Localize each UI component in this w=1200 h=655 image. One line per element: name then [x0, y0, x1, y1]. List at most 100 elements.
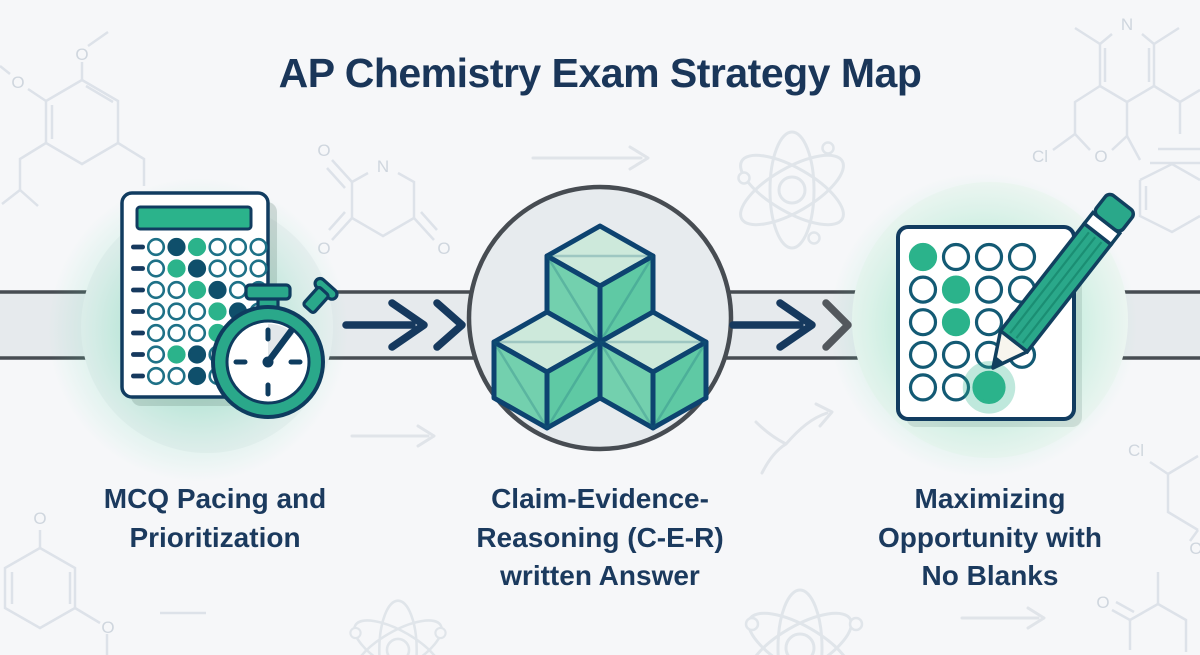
- stacked-cubes-icon: [491, 223, 709, 431]
- pencil-grooves: [1009, 231, 1103, 344]
- node-label-mcq-pacing: MCQ Pacing and Prioritization: [103, 483, 327, 553]
- answer-bubble: [167, 280, 186, 300]
- answer-bubble: [972, 370, 1006, 404]
- answer-bubble: [208, 280, 227, 300]
- atom-label: O: [317, 141, 330, 160]
- answer-bubble: [941, 308, 971, 337]
- molecule-decoration-topright: N Cl O: [1032, 15, 1200, 234]
- stopwatch-icon: [211, 276, 339, 419]
- cube-top: [544, 223, 656, 345]
- atom-label: O: [1094, 147, 1107, 166]
- atom-label: Cl: [1032, 147, 1048, 166]
- pencil-icon: [991, 192, 1136, 370]
- answer-bubble: [974, 308, 1004, 337]
- row-dash: [131, 373, 145, 379]
- answer-bubble: [941, 373, 971, 402]
- stopwatch-crown: [244, 283, 292, 301]
- answer-bubble: [167, 366, 186, 386]
- answer-bubble: [941, 275, 971, 304]
- answer-bubble: [974, 242, 1004, 272]
- answer-bubble: [941, 340, 971, 369]
- answer-bubble: [974, 275, 1004, 304]
- atom-label: O: [33, 509, 46, 528]
- answer-bubble: [167, 345, 186, 364]
- answer-bubble: [208, 237, 227, 257]
- answer-bubble: [208, 259, 227, 278]
- arrow-decoration-curvy: [754, 402, 834, 475]
- answer-bubble: [167, 237, 186, 257]
- answer-bubble: [228, 259, 248, 278]
- atom-label: O: [1189, 539, 1200, 558]
- stopwatch-side-stem: [302, 286, 330, 314]
- atom-decoration-top: [737, 130, 845, 250]
- answer-bubble: [908, 340, 938, 369]
- background-decorations: O O N O O O: [0, 15, 1200, 655]
- arrow-decoration-bottom: [960, 606, 1046, 630]
- pencil-graphite: [993, 355, 1005, 368]
- answer-bubble: [941, 242, 971, 272]
- atom-label: Cl: [1128, 441, 1144, 460]
- atom-decoration-bottomright: [744, 588, 864, 655]
- answer-bubble: [167, 259, 186, 278]
- answer-bubble: [187, 237, 207, 257]
- answer-bubble: [228, 237, 248, 257]
- answer-bubble: [187, 345, 207, 364]
- sheet-header-bar: [135, 205, 253, 231]
- answer-bubble: [208, 302, 227, 321]
- node-label-no-blanks: Maximizing Opportunity with No Blanks: [878, 483, 1102, 592]
- answer-bubble: [146, 323, 166, 343]
- chevron-icon: [433, 299, 466, 351]
- answer-bubble: [187, 280, 207, 300]
- stopwatch-hub: [262, 356, 274, 368]
- stopwatch-ticks: [233, 327, 303, 397]
- molecule-decoration-topleft: O O: [0, 30, 146, 207]
- row-dash: [131, 330, 145, 336]
- row-dash: [131, 287, 145, 293]
- atom-label: N: [1121, 15, 1133, 34]
- answer-bubble: [908, 275, 938, 304]
- answer-sheet-pencil-icon: [896, 192, 1136, 427]
- chevron-icon: [822, 299, 852, 351]
- answer-bubble: [228, 280, 248, 300]
- answer-bubble: [146, 366, 166, 386]
- answer-bubble: [146, 280, 166, 300]
- answer-bubble: [187, 302, 207, 321]
- answer-bubble: [167, 302, 186, 321]
- answer-bubble: [908, 373, 938, 402]
- stopwatch-hand: [264, 327, 295, 366]
- answer-bubble: [1007, 242, 1037, 272]
- atom-label: O: [1096, 593, 1109, 612]
- answer-bubble: [167, 323, 186, 343]
- answer-bubble: [249, 237, 268, 257]
- cube-bottom-right: [597, 309, 709, 431]
- molecule-decoration-midleft: N O O O: [317, 141, 450, 258]
- row-dash: [131, 352, 145, 357]
- row-dash: [131, 309, 145, 314]
- pencil-eraser: [1093, 192, 1136, 233]
- arrow-decoration-left: [350, 424, 436, 448]
- answer-bubble: [187, 259, 207, 278]
- answer-bubble: [146, 302, 166, 321]
- atom-label: N: [377, 157, 389, 176]
- atom-label: O: [437, 239, 450, 258]
- node-label-cer-answer: Claim-Evidence- Reasoning (C-E-R) writte…: [476, 483, 724, 592]
- answer-bubble: [908, 242, 938, 272]
- atom-label: O: [11, 73, 24, 92]
- molecule-decoration-bottomleft: O O: [3, 509, 206, 655]
- answer-bubble: [908, 308, 938, 337]
- answer-bubble: [187, 323, 207, 343]
- answer-bubble: [249, 259, 268, 278]
- atom-label: O: [75, 45, 88, 64]
- row-dash: [131, 244, 145, 250]
- answer-bubble: [187, 366, 207, 386]
- row-dash: [131, 266, 145, 271]
- flow-arrow-1: [342, 299, 466, 351]
- page-title: AP Chemistry Exam Strategy Map: [278, 50, 922, 96]
- answer-bubble: [146, 345, 166, 364]
- answer-bubble: [146, 259, 166, 278]
- atom-label: O: [101, 618, 114, 637]
- arrow-decoration-top: [531, 145, 650, 171]
- answer-sheet-stopwatch-icon: [120, 191, 339, 419]
